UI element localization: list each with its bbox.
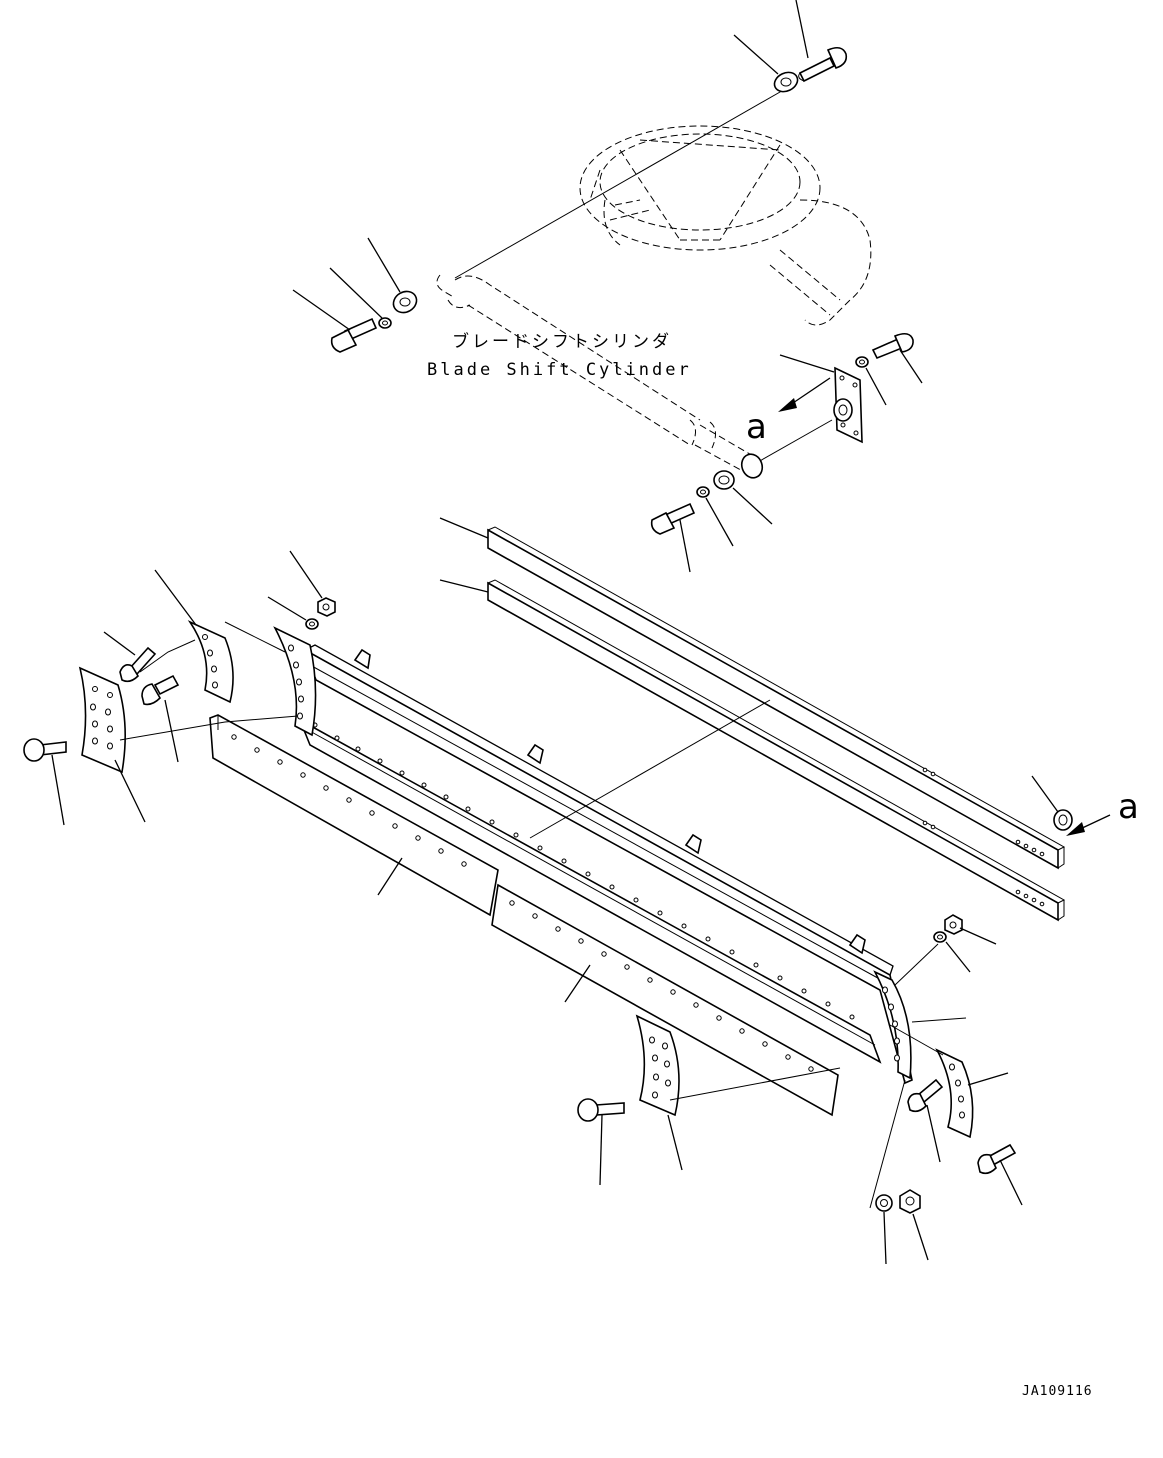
end-bit-right-inner: [635, 1014, 680, 1117]
cutting-edge-right: [491, 883, 839, 1117]
moldboard: [298, 644, 913, 1085]
left-upper-nut: [305, 597, 336, 630]
view-marker-lower: a: [1118, 787, 1139, 827]
moldboard-left-end: [273, 626, 317, 737]
left-plow-bolt-b: [141, 674, 180, 706]
right-upper-bolt: [855, 332, 914, 368]
left-carriage-bolt: [23, 738, 67, 762]
left-upper-bolt: [330, 290, 418, 353]
end-bit-left-outer: [78, 666, 126, 774]
circle-frame-phantom: [579, 125, 872, 326]
right-plow-bolt-a: [907, 1078, 944, 1113]
right-upper-nut: [933, 914, 963, 943]
cylinder-label-en: Blade Shift Cylinder: [427, 360, 692, 380]
bracket-plate: [833, 366, 863, 444]
drawing-code: JA109116: [1022, 1384, 1093, 1399]
cylinder-label: ブレードシフトシリンダ Blade Shift Cylinder: [427, 331, 692, 380]
end-bit-left-inner: [187, 620, 234, 704]
view-arrow-lower: [1066, 814, 1111, 836]
moldboard-holes: [312, 722, 855, 1020]
view-arrow-upper: [778, 377, 831, 412]
cylinder-label-jp: ブレードシフトシリンダ: [452, 331, 672, 352]
left-plow-bolt-a: [119, 646, 157, 683]
moldboard-right-end: [873, 970, 912, 1080]
cutting-edge-left: [209, 714, 499, 917]
upper-strip: [487, 526, 1066, 870]
lower-cylinder-bolt: [650, 453, 764, 535]
right-lower-nut: [875, 1189, 921, 1214]
lower-strip: [487, 579, 1066, 922]
right-plow-bolt-b: [977, 1143, 1017, 1175]
end-cap-nut: [1053, 809, 1073, 831]
view-marker-upper: a: [746, 407, 767, 447]
top-bolt: [798, 46, 848, 83]
end-bit-right-outer: [935, 1048, 974, 1139]
right-carriage-bolt: [577, 1098, 625, 1122]
top-spacer: [773, 71, 799, 93]
